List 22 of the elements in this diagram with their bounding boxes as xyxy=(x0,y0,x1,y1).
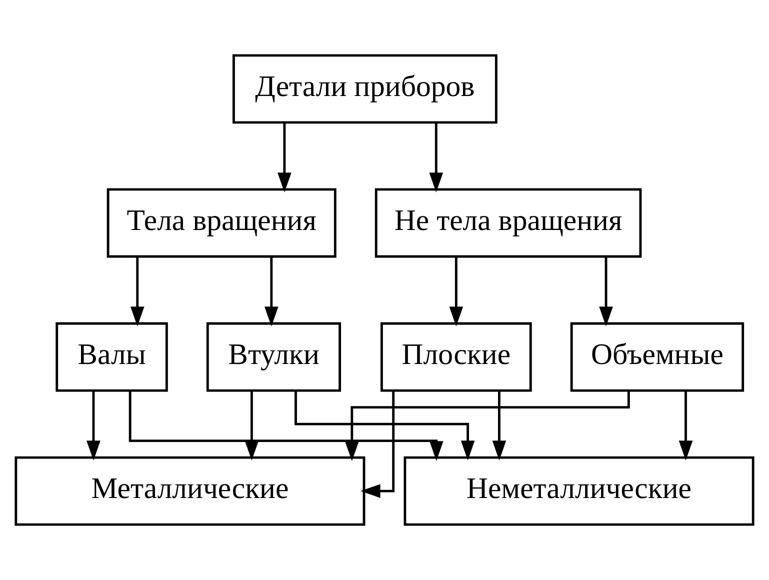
node-box: Неметаллические xyxy=(404,456,754,526)
node-box: Детали приборов xyxy=(232,54,498,124)
node-box: Плоские xyxy=(380,322,532,392)
node-box: Тела вращения xyxy=(106,188,336,258)
arrow xyxy=(429,122,444,192)
arrow xyxy=(130,256,144,326)
arrow xyxy=(86,390,100,460)
arrow xyxy=(264,256,278,326)
node-box: Металлические xyxy=(14,456,366,526)
arrow xyxy=(278,122,292,192)
arrow xyxy=(244,390,259,460)
arrow xyxy=(294,391,475,460)
node-box: Объемные xyxy=(570,322,744,392)
arrow xyxy=(678,390,693,460)
arrow xyxy=(360,390,395,498)
node-box: Валы xyxy=(56,322,168,392)
node-box: Втулки xyxy=(206,322,342,392)
arrow xyxy=(492,390,506,460)
arrow xyxy=(128,390,444,461)
arrow xyxy=(449,256,464,326)
arrow xyxy=(599,256,613,326)
node-box: Не тела вращения xyxy=(374,188,642,258)
